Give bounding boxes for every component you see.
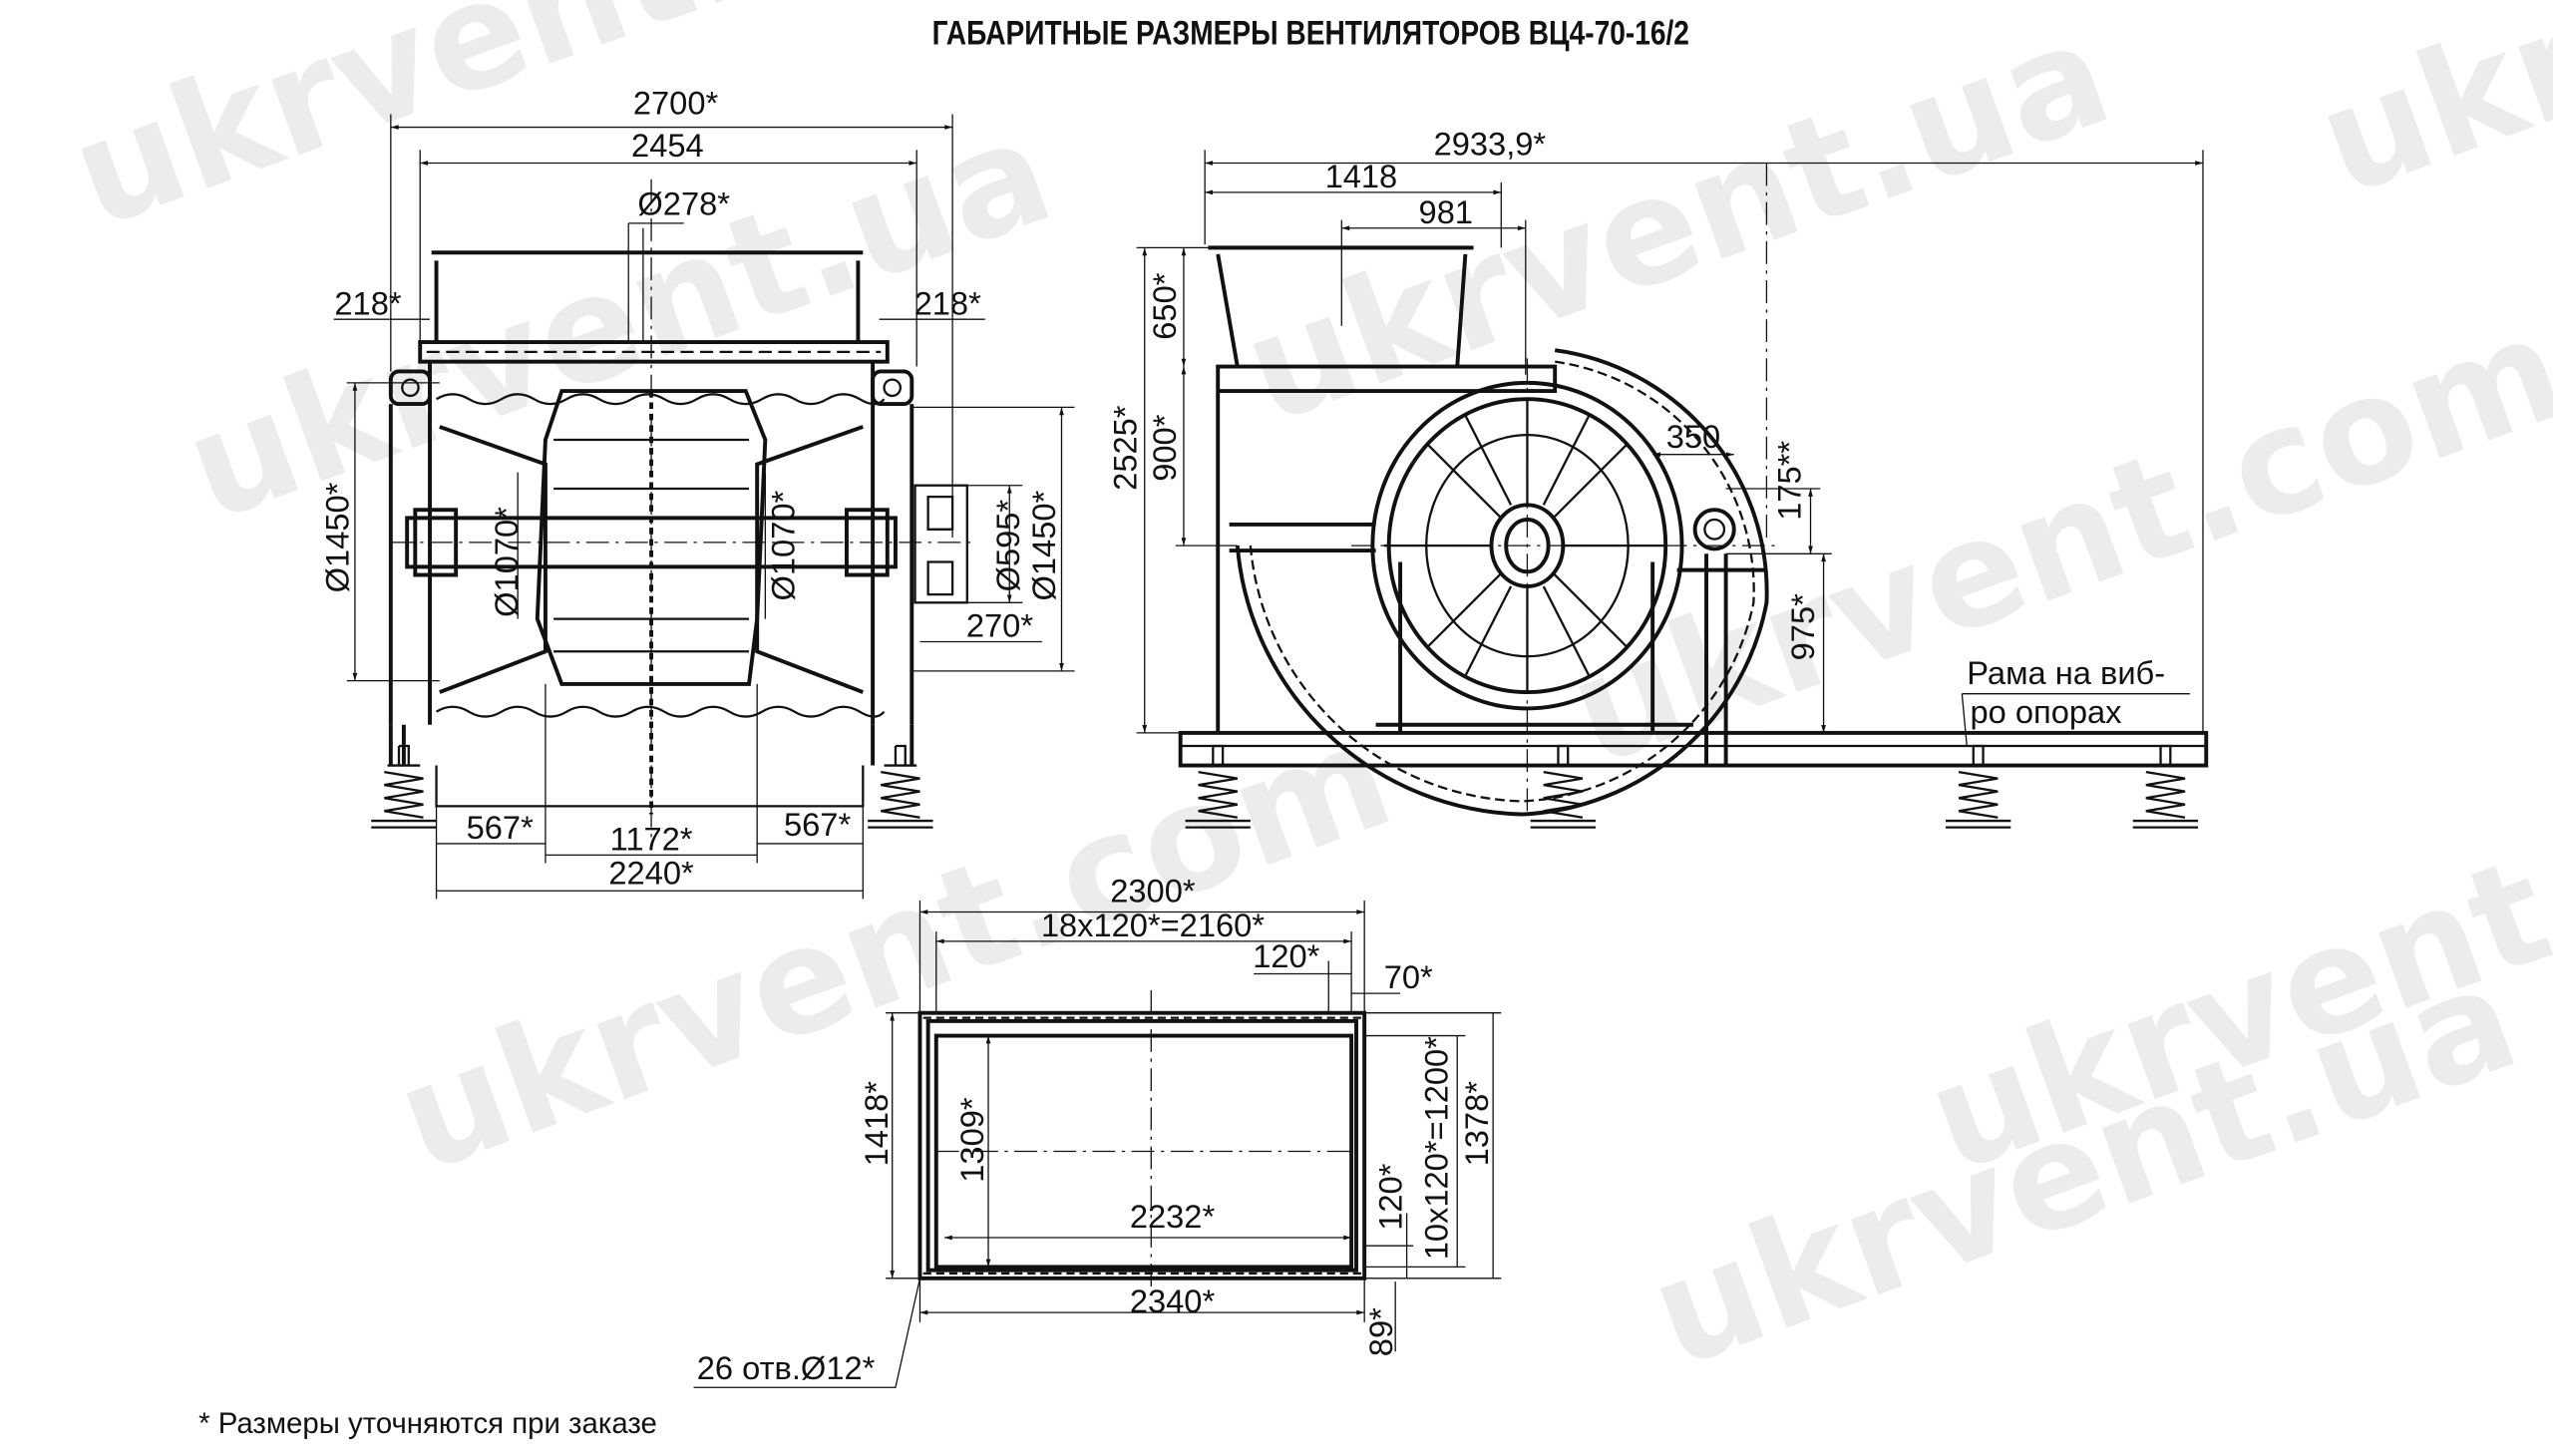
dim-frame-width: 2454 bbox=[631, 127, 704, 164]
dim-impeller-left: Ø1070* bbox=[488, 507, 525, 617]
dim-axis-height: 975* bbox=[1784, 593, 1821, 660]
dim-inlet-dia: Ø1450* bbox=[318, 482, 355, 592]
dim-flange-height: 1418* bbox=[858, 1081, 895, 1167]
footnote: * Размеры уточняются при заказе bbox=[198, 1407, 657, 1440]
side-view bbox=[1178, 163, 2209, 829]
dim-outlet-height: 650* bbox=[1146, 272, 1183, 339]
side-view-dimensions: 2933,9* 1418 981 2525* 650* 900* 350 175… bbox=[1107, 125, 2204, 747]
svg-text:ukrvent.ua: ukrvent.ua bbox=[2299, 0, 2553, 228]
dim-pitch: 120* bbox=[1253, 937, 1319, 974]
dim-bottom-total: 2240* bbox=[608, 855, 694, 892]
dim-side-right: 218* bbox=[914, 284, 981, 321]
dim-flange-width: 2300* bbox=[1110, 873, 1196, 910]
dim-outer-height: 1378* bbox=[1458, 1081, 1495, 1167]
frame-note-line2: ро опорах bbox=[1971, 693, 2122, 730]
dim-pulley-dia: Ø595* bbox=[989, 500, 1026, 592]
dim-shaft-offset: 350 bbox=[1666, 418, 1720, 455]
dim-inner-width: 2232* bbox=[1130, 1198, 1216, 1235]
dim-total-height: 2525* bbox=[1107, 405, 1144, 491]
dim-pulley-outer: Ø1450* bbox=[1025, 491, 1062, 601]
dim-side-left: 218* bbox=[334, 284, 401, 321]
dim-overall-length: 2933,9* bbox=[1434, 125, 1547, 162]
dim-outer-width: 2340* bbox=[1130, 1282, 1216, 1319]
dim-bottom-right: 567* bbox=[784, 806, 851, 843]
dim-inner-height: 1309* bbox=[953, 1097, 990, 1183]
frame-note-line1: Рама на виб- bbox=[1967, 654, 2165, 691]
dim-hole-pitch-h: 18x120*=2160* bbox=[1041, 907, 1265, 943]
dim-outlet-width: 981 bbox=[1419, 193, 1473, 230]
dim-overall-width: 2700* bbox=[633, 84, 719, 121]
watermark-layer: ukrvent.com ukrvent.ua ukrvent.ua ukrven… bbox=[51, 0, 2553, 1401]
drawing-title: ГАБАРИТНЫЕ РАЗМЕРЫ ВЕНТИЛЯТОРОВ ВЦ4-70-1… bbox=[932, 14, 1689, 52]
dim-inlet-offset: 1418 bbox=[1325, 158, 1398, 194]
dim-edge: 70* bbox=[1384, 958, 1433, 995]
holes-note: 26 отв.Ø12* bbox=[697, 1349, 876, 1386]
dim-bottom-left: 567* bbox=[467, 809, 534, 846]
dim-hole-pitch-v: 10x120*=1200* bbox=[1417, 1036, 1454, 1260]
front-view bbox=[370, 179, 977, 848]
flange-view-dimensions: 2300* 18x120*=2160* 120* 70* 1418* 1309*… bbox=[693, 873, 1502, 1388]
dim-impeller-right: Ø1070* bbox=[765, 491, 802, 601]
dim-bearing-height: 175** bbox=[1771, 441, 1808, 521]
dim-pitch-v: 120* bbox=[1372, 1163, 1409, 1230]
dim-edge-v: 89* bbox=[1362, 1307, 1399, 1356]
dim-pulley-offset: 270* bbox=[966, 607, 1033, 644]
dim-shaft-dia: Ø278* bbox=[637, 185, 730, 222]
dim-housing-height: 900* bbox=[1146, 414, 1183, 481]
dim-bottom-center: 1172* bbox=[610, 820, 693, 857]
front-view-dimensions: 2700* 2454 Ø278* 218* 218* Ø1450* Ø1070*… bbox=[318, 84, 1075, 900]
